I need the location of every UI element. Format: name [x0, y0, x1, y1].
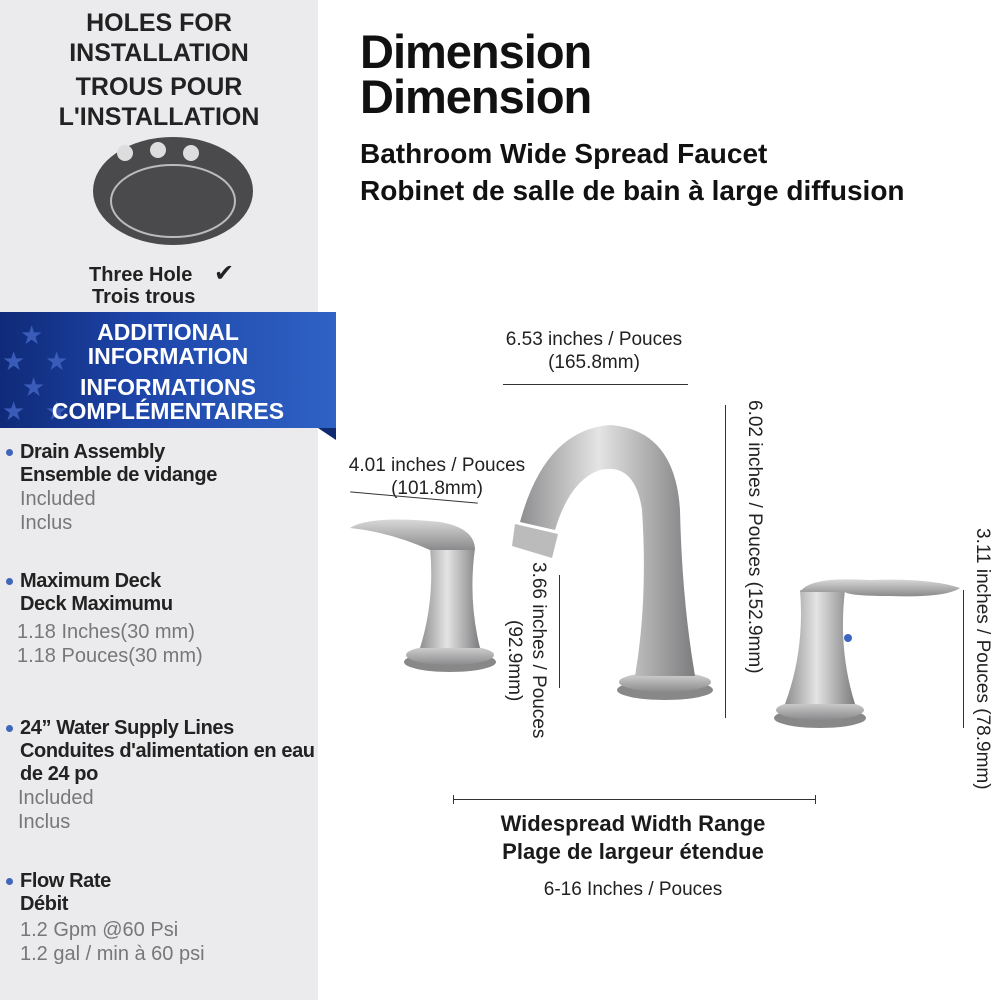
total-height-label: 6.02 inches / Pouces (152.9mm) [744, 400, 765, 674]
right-handle [774, 579, 960, 728]
subtitle-fr: Robinet de salle de bain à large diffusi… [360, 175, 905, 206]
star-icon: ★ [22, 372, 46, 402]
spout-height-mm: (92.9mm) [504, 620, 525, 702]
item-title-fr: Deck Maximumu [20, 593, 173, 615]
star-icon: ★ [45, 396, 69, 426]
bullet-icon [6, 725, 13, 732]
handle-width-label: 4.01 inches / Pouces [348, 455, 526, 476]
spout-height-label: 3.66 inches / Pouces [528, 562, 549, 739]
width-range-title: Widespread Width Range [500, 811, 766, 836]
check-icon: ✔ [214, 260, 235, 287]
handle-width-mm: (101.8mm) [391, 478, 483, 499]
item-value: 1.18 Inches(30 mm) [17, 621, 195, 643]
faucet-image [350, 425, 960, 728]
left-handle [350, 519, 496, 672]
holes-heading-1: HOLES FOR [86, 9, 232, 37]
page-title: Dimension [360, 25, 592, 78]
hole-type-fr: Trois trous [92, 286, 196, 308]
spout [512, 425, 713, 700]
handle-height-line [963, 590, 964, 728]
holes-heading-3: TROUS POUR [75, 73, 243, 101]
banner-fold [318, 428, 336, 440]
width-range-value: 6-16 Inches / Pouces [543, 879, 723, 900]
spout-reach-line [503, 384, 688, 385]
subtitle: Bathroom Wide Spread Faucet [360, 138, 768, 169]
item-value: Included [20, 488, 96, 510]
holes-heading-4: L'INSTALLATION [58, 103, 260, 131]
width-range-tick [815, 795, 816, 804]
item-title: Drain Assembly [20, 441, 165, 463]
item-title: Flow Rate [20, 870, 111, 892]
page-title-fr: Dimension [360, 70, 592, 123]
star-icon: ★ [45, 346, 69, 376]
width-range-title-fr: Plage de largeur étendue [502, 839, 764, 864]
item-value: 1.2 Gpm @60 Psi [20, 919, 179, 941]
item-title: Maximum Deck [20, 570, 161, 592]
item-value-fr: 1.2 gal / min à 60 psi [20, 943, 205, 965]
item-title-fr: Débit [20, 893, 69, 915]
spout-height-line [559, 575, 560, 688]
banner-line-3: INFORMATIONS [80, 374, 256, 400]
item-value-fr: 1.18 Pouces(30 mm) [17, 645, 203, 667]
spout-reach-mm: (165.8mm) [548, 352, 640, 373]
item-value-fr: Inclus [18, 811, 71, 833]
banner-line-2: INFORMATION [87, 343, 249, 369]
star-icon: ★ [2, 346, 26, 376]
item-title: 24” Water Supply Lines [20, 717, 234, 739]
total-height-line [725, 405, 726, 718]
item-title-fr: Ensemble de vidange [20, 464, 217, 486]
bullet-icon [6, 578, 13, 585]
bullet-icon [6, 878, 13, 885]
holes-heading-2: INSTALLATION [69, 39, 249, 67]
bullet-icon [6, 449, 13, 456]
width-range-tick [453, 795, 454, 804]
sink-three-hole-icon [93, 137, 253, 245]
item-title-fr: Conduites d'alimentation en eau de 24 po [20, 740, 315, 785]
item-value-fr: Inclus [20, 512, 73, 534]
spout-reach-label: 6.53 inches / Pouces [505, 329, 683, 350]
hole-type: Three Hole [89, 264, 193, 286]
width-range-line [453, 799, 816, 800]
banner-line-1: ADDITIONAL [97, 319, 239, 345]
handle-height-label: 3.11 inches / Pouces (78.9mm) [972, 528, 993, 790]
additional-info-banner: ★ ★ ★ ★ ★ ★ ADDITIONAL INFORMATION INFOR… [0, 312, 336, 428]
star-icon: ★ [20, 320, 44, 350]
star-icon: ★ [2, 396, 26, 426]
item-value: Included [18, 787, 94, 809]
banner-line-4: COMPLÉMENTAIRES [51, 398, 285, 424]
